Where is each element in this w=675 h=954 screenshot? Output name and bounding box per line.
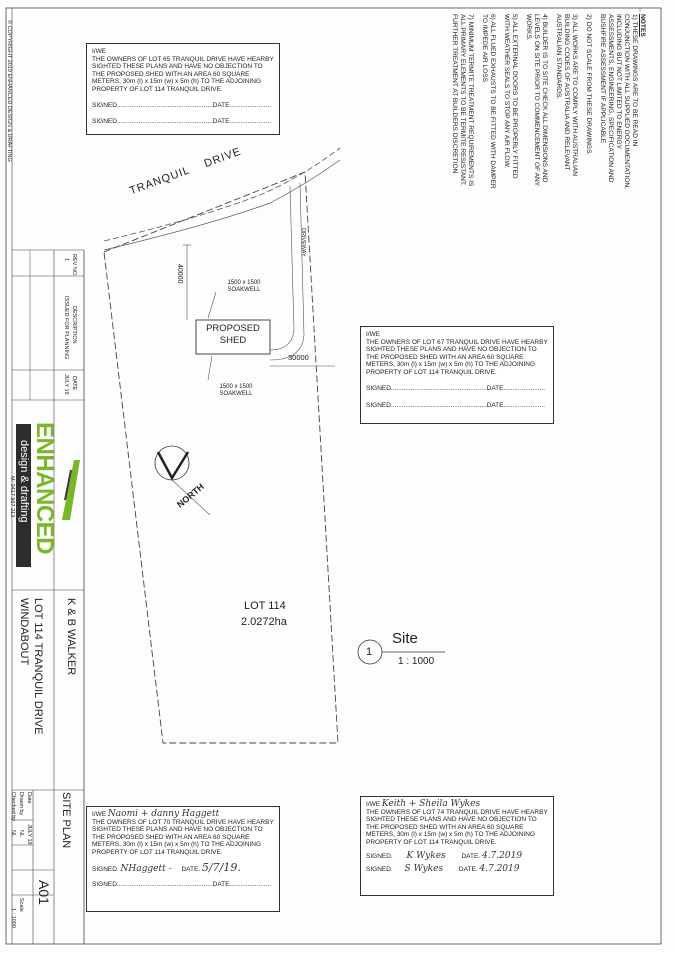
signed-label: SIGNED. <box>92 866 119 873</box>
soakwell-label-top: 1500 x 1500 SOAKWELL <box>227 280 261 293</box>
copyright-text: © COPYRIGHT 2019 ENHANCED DESIGN & DRAFT… <box>6 20 12 162</box>
checked-value: NL <box>10 830 16 838</box>
signed-line-1: SIGNED..................................… <box>366 385 546 392</box>
handwritten-signature: NHaggett - <box>120 864 172 874</box>
signed-line-2: SIGNED..................................… <box>366 401 546 409</box>
handwritten-date: 4.7.2019 <box>481 851 523 861</box>
dimension-30000: 30000 <box>288 353 309 362</box>
signed-line-1: SIGNED..................................… <box>92 102 272 109</box>
consent-body: THE OWNERS OF LOT 74 TRANQUIL DRIVE HAVE… <box>366 808 548 846</box>
rev-row-description: ISSUED FOR PLANNING <box>63 296 69 360</box>
note-3: 3) ALL WORKS ARE TO COMPLY WITH AUSTRALI… <box>555 14 578 176</box>
note-1: 1) THESE DRAWINGS ARE TO BE READ IN CONJ… <box>599 14 638 189</box>
drawn-label: Drawn by <box>18 792 24 816</box>
view-number: 1 <box>366 646 373 658</box>
sheet-border <box>5 7 662 945</box>
consent-box-lot67: I/WE THE OWNERS OF LOT 67 TRANQUIL DRIVE… <box>360 326 554 424</box>
project-address-2: WINDABOUT <box>18 598 30 666</box>
brand-logo-text: ENHANCED <box>31 422 58 555</box>
driveway-label: DRIVEWAY <box>300 228 306 257</box>
note-6: 6) ALL FLUED EXHAUSTS TO BE FITTED WITH … <box>481 14 496 189</box>
signed-label-2: SIGNED. <box>366 865 393 873</box>
note-5: 5) ALL EXTERNAL DOORS TO BE PROPERLY FIT… <box>503 14 518 179</box>
consent-body: THE OWNERS OF LOT 67 TRANQUIL DRIVE HAVE… <box>366 338 548 376</box>
handwritten-names: Keith + Sheila Wykes <box>381 799 481 809</box>
scale-value: 1 : 1000 <box>10 908 16 928</box>
shed-label: PROPOSED SHED <box>206 323 260 346</box>
handwritten-names: Naomi + danny Haggett <box>107 809 220 819</box>
rev-header-description: DESCRIPTION <box>71 306 77 344</box>
consent-body: THE OWNERS OF LOT 65 TRANQUIL DRIVE HAVE… <box>92 55 274 93</box>
signed-label: SIGNED. <box>366 853 393 860</box>
handwritten-signature-2: S Wykes <box>404 863 444 874</box>
consent-heading: I/WE <box>366 331 381 338</box>
client-name: K & B WALKER <box>65 598 77 676</box>
date-label: DATE. <box>181 866 201 873</box>
dimension-40000: 40000 <box>176 264 183 284</box>
rev-row-date: JULY 19 <box>63 374 69 395</box>
consent-heading: I/WE <box>92 811 107 818</box>
scale-label: Scale <box>18 898 24 912</box>
soakwell-label-bottom: 1500 x 1500 SOAKWELL <box>219 384 253 397</box>
consent-box-lot70: I/WE Naomi + danny Haggett THE OWNERS OF… <box>86 806 280 912</box>
handwritten-signature: K Wykes <box>406 851 446 861</box>
date-label: DATE. <box>461 853 481 860</box>
handwritten-date: 5/7/19. <box>201 861 241 874</box>
consent-box-lot65: I/WE THE OWNERS OF LOT 65 TRANQUIL DRIVE… <box>86 43 280 135</box>
date-label-2: DATE. <box>458 865 478 873</box>
consent-body: THE OWNERS OF LOT 70 TRANQUIL DRIVE HAVE… <box>92 818 274 856</box>
notes-title: NOTES <box>639 14 646 37</box>
lot-area: 2.0272ha <box>241 616 287 628</box>
rev-header-date: DATE <box>71 376 77 391</box>
rev-row-no: 1 <box>63 258 69 262</box>
note-2: 2) DO NOT SCALE FROM THESE DRAWINGS. <box>585 14 592 156</box>
consent-box-lot74: I/WE Keith + Sheila Wykes THE OWNERS OF … <box>360 796 554 896</box>
date-value: JULY 19 <box>26 824 32 845</box>
rev-header-no: REV NO. <box>71 254 77 277</box>
checked-label: Checked by <box>10 792 16 822</box>
sheet-number: A01 <box>36 880 52 905</box>
consent-heading: I/WE <box>366 801 381 808</box>
brand-subtitle: design & drafting <box>18 440 30 523</box>
consent-heading: I/WE <box>92 48 107 55</box>
view-scale: 1 : 1000 <box>398 656 435 667</box>
project-address-1: LOT 114 TRANQUIL DRIVE <box>32 598 44 735</box>
proposed-shed-outline <box>195 319 271 355</box>
drawn-value: NL <box>18 830 24 838</box>
date-label: Date <box>26 792 32 804</box>
handwritten-date-2: 4.7.2019 <box>479 863 520 874</box>
sheet-title: SITE PLAN <box>60 792 72 849</box>
note-7: 7) MINIMUM TERMITE TREATMENT REQUIREMENT… <box>451 14 474 187</box>
lot-number: LOT 114 <box>244 600 286 612</box>
view-title: Site <box>392 630 418 647</box>
phone-number: M: 0417 957 213 <box>9 476 15 518</box>
signed-line-2: SIGNED..................................… <box>92 880 272 888</box>
north-arrow-circle <box>154 445 190 481</box>
signed-line-2: SIGNED..................................… <box>92 117 272 125</box>
note-4: 4) BUILDER IS TO SITE CHECK ALL DIMENSIO… <box>525 14 548 187</box>
